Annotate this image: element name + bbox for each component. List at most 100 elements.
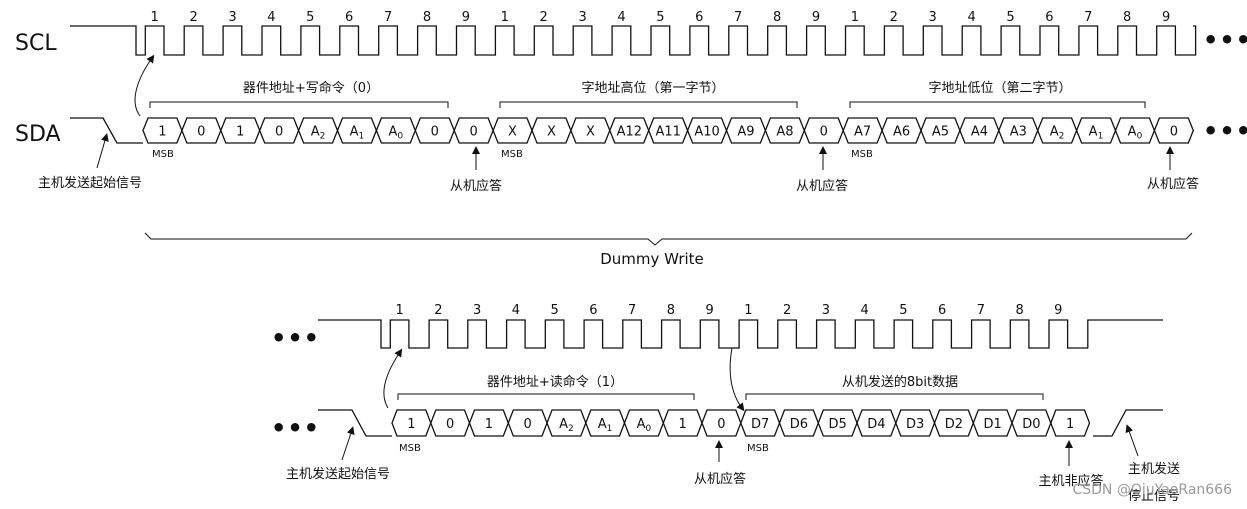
top-clock-number-11: 2: [540, 10, 548, 25]
scl-waveform-top: [70, 25, 1197, 56]
top-bit-label-12: X: [586, 125, 595, 140]
top-clock-number-25: 7: [1084, 10, 1092, 25]
watermark: CSDN @QiuYaoRan666: [1072, 482, 1232, 498]
bottom-clock-number-17: 8: [1015, 303, 1023, 318]
top-bit-label-18: 0: [820, 125, 828, 140]
bottom-bit-label-17: D0: [1022, 417, 1040, 432]
group-label-word-address-high: 字地址高位（第一字节）: [581, 80, 724, 96]
top-clock-number-16: 7: [734, 10, 742, 25]
top-bit-label-24: A2: [1050, 125, 1065, 142]
scl-label: SCL: [15, 31, 57, 56]
top-clock-number-20: 2: [890, 10, 898, 25]
top-bit-cell-27: [1153, 117, 1195, 144]
top-clock-number-6: 6: [345, 10, 353, 25]
bottom-clock-number-9: 9: [705, 303, 713, 318]
scl-ellipsis-bottom: •••: [271, 324, 320, 352]
dummy-write-label: Dummy Write: [600, 250, 704, 268]
start-label-bottom: 主机发送起始信号: [286, 466, 390, 482]
brace-device-address-write: [149, 101, 449, 108]
bottom-clock-number-10: 1: [744, 303, 752, 318]
sda-ellipsis-top: •••: [1203, 117, 1247, 145]
top-bit-label-3: 1: [236, 125, 244, 140]
bottom-bit-label-13: D4: [867, 417, 885, 432]
sda-start-segment-top: [70, 117, 143, 144]
top-clock-number-27: 9: [1162, 10, 1170, 25]
ack-label-1: 从机应答: [450, 178, 502, 194]
bottom-clock-number-14: 5: [899, 303, 907, 318]
top-bit-label-19: A7: [854, 125, 871, 140]
brace-word-address-low: [849, 101, 1146, 108]
bottom-bit-cell-18: [1050, 409, 1091, 437]
bottom-bit-label-8: 1: [678, 417, 686, 432]
ack-label-4: 从机应答: [694, 471, 746, 487]
top-clock-number-17: 8: [773, 10, 781, 25]
top-bit-label-10: X: [508, 125, 517, 140]
top-clock-number-21: 3: [929, 10, 937, 25]
top-clock-number-4: 4: [267, 10, 275, 25]
bottom-clock-number-16: 7: [977, 303, 985, 318]
sda-stop-segment-bottom: [1093, 409, 1163, 437]
top-bit-label-5: A2: [311, 125, 326, 142]
start-condition-arrow-top: [134, 54, 155, 117]
bottom-clock-number-2: 2: [434, 303, 442, 318]
top-bit-label-2: 0: [197, 125, 205, 140]
bottom-bit-label-16: D1: [983, 417, 1001, 432]
top-clock-number-1: 1: [151, 10, 159, 25]
start-label-top: 主机发送起始信号: [38, 175, 142, 191]
bottom-clock-number-4: 4: [512, 303, 520, 318]
bottom-bit-label-4: 0: [523, 417, 531, 432]
bottom-bit-label-11: D6: [790, 417, 808, 432]
bottom-bit-label-2: 0: [446, 417, 454, 432]
brace-device-address-read: [397, 393, 695, 400]
top-clock-number-22: 4: [967, 10, 975, 25]
top-clock-number-18: 9: [812, 10, 820, 25]
bottom-bit-label-1: 1: [407, 417, 415, 432]
bottom-clock-number-12: 3: [822, 303, 830, 318]
brace-slave-data: [745, 393, 1044, 400]
bottom-clock-number-11: 2: [783, 303, 791, 318]
group-label-word-address-low: 字地址低位（第二字节）: [928, 81, 1071, 96]
top-clock-number-15: 6: [695, 10, 703, 25]
top-bit-label-25: A1: [1089, 125, 1104, 142]
start-label-pointer-bottom: [341, 426, 355, 461]
msb-label-3: MSB: [851, 149, 873, 160]
bottom-bit-label-18: 1: [1066, 417, 1074, 432]
top-clock-number-23: 5: [1006, 10, 1014, 25]
top-bit-label-7: A0: [388, 125, 403, 142]
bottom-bit-label-6: A1: [598, 417, 613, 434]
bottom-clock-number-3: 3: [473, 303, 481, 318]
brace-word-address-high: [499, 101, 798, 108]
bottom-bit-label-9: 0: [717, 417, 725, 432]
start-label-pointer-top: [96, 133, 109, 169]
top-bit-label-20: A6: [893, 125, 910, 140]
top-bit-label-9: 0: [469, 125, 477, 140]
top-bit-label-11: X: [547, 125, 556, 140]
top-clock-number-9: 9: [462, 10, 470, 25]
bottom-clock-number-8: 8: [667, 303, 675, 318]
bottom-clock-number-6: 6: [589, 303, 597, 318]
top-bit-label-14: A11: [655, 125, 680, 140]
top-clock-number-7: 7: [384, 10, 392, 25]
top-bit-label-23: A3: [1010, 125, 1027, 140]
ack-label-2: 从机应答: [796, 178, 848, 194]
top-clock-number-10: 1: [501, 10, 509, 25]
top-bit-label-4: 0: [275, 125, 283, 140]
stop-label-pointer: [1125, 424, 1139, 457]
data-transfer-arrow: [729, 347, 745, 412]
ack-label-3: 从机应答: [1147, 176, 1199, 192]
top-bit-label-22: A4: [971, 125, 988, 140]
msb-label-1: MSB: [152, 149, 174, 160]
top-clock-number-14: 5: [656, 10, 664, 25]
top-bit-label-21: A5: [932, 125, 949, 140]
top-bit-label-17: A8: [776, 125, 793, 140]
top-clock-number-12: 3: [578, 10, 586, 25]
group-label-device-address-write: 器件地址+写命令（0）: [243, 80, 379, 96]
bottom-bit-label-7: A0: [637, 417, 652, 434]
top-bit-label-16: A9: [737, 125, 754, 140]
top-bit-label-8: 0: [431, 125, 439, 140]
msb-label-4: MSB: [399, 443, 421, 454]
top-clock-number-19: 1: [851, 10, 859, 25]
group-label-device-address-read: 器件地址+读命令（1）: [487, 374, 623, 390]
